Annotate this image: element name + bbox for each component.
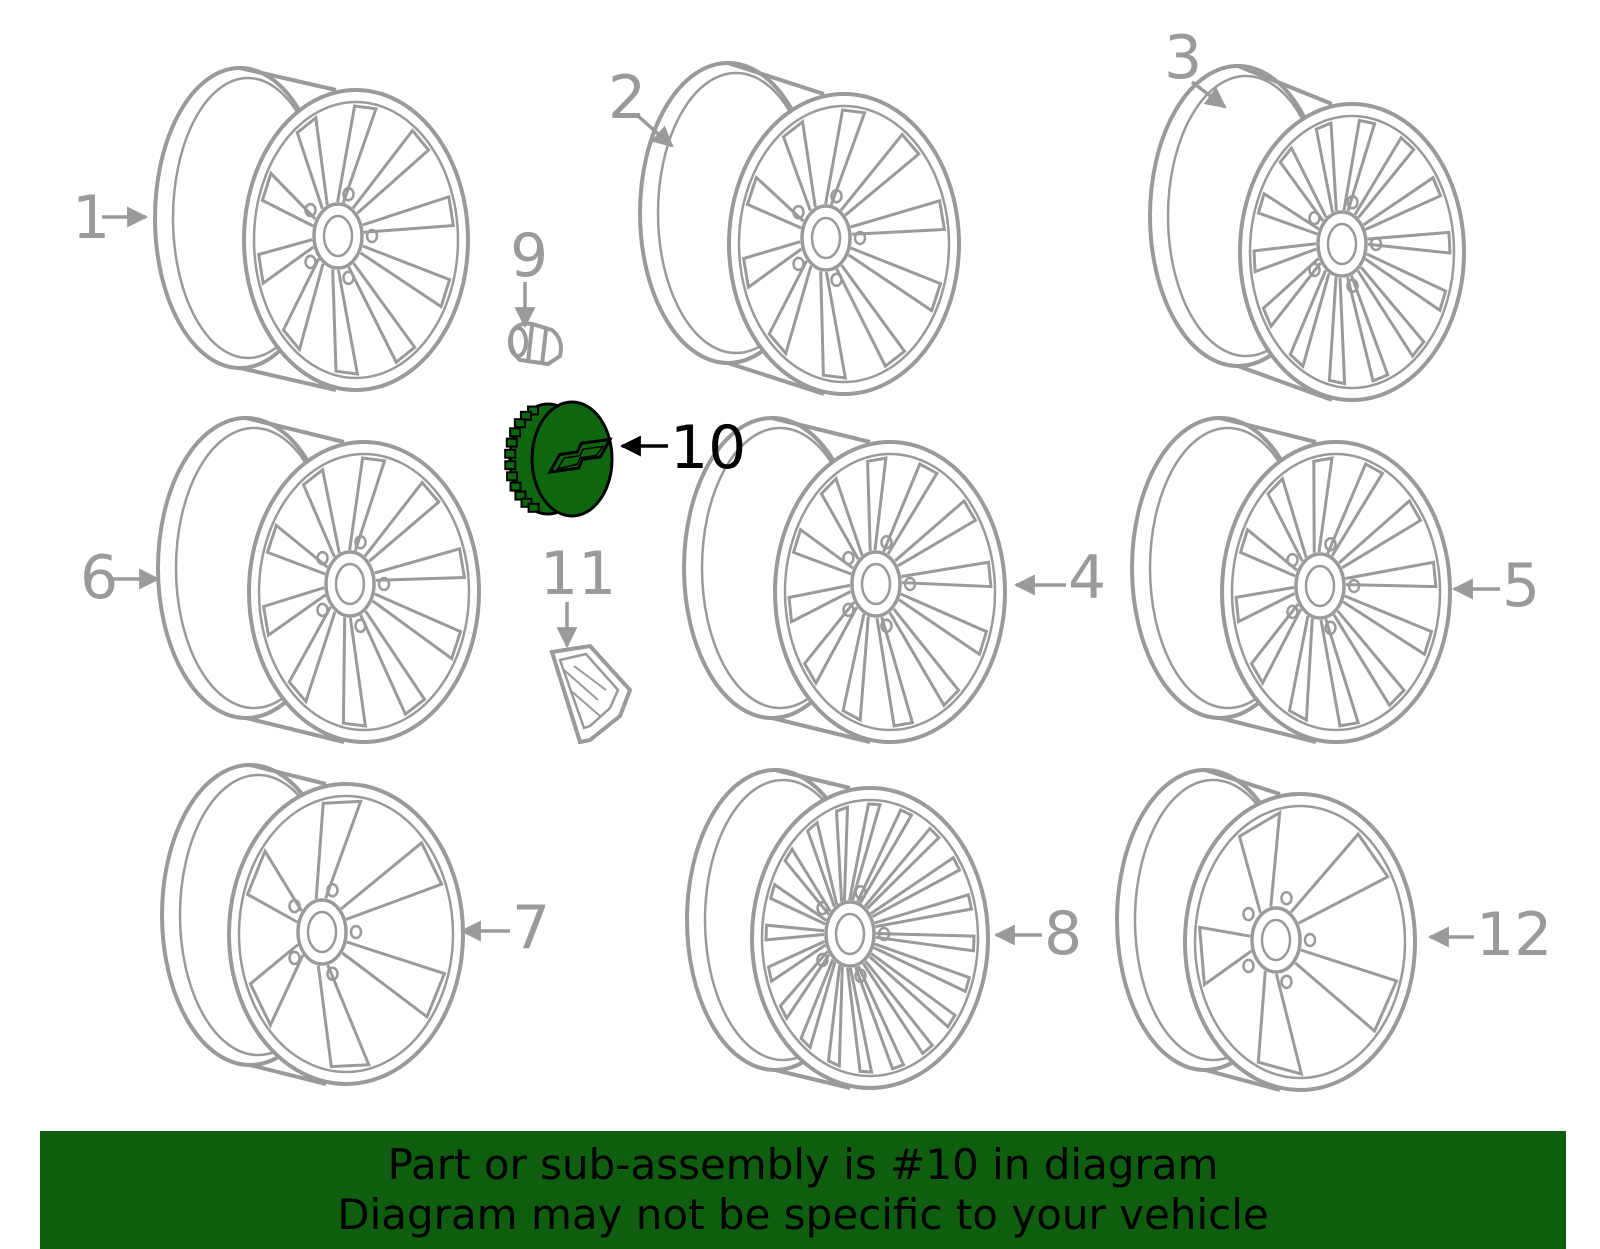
banner-line-1: Part or sub-assembly is #10 in diagram xyxy=(387,1140,1219,1189)
callout-2: 2 xyxy=(608,63,647,133)
callout-12: 12 xyxy=(1476,900,1553,970)
part-7-wheel xyxy=(160,763,465,1086)
banner-line-2: Diagram may not be specific to your vehi… xyxy=(337,1190,1269,1239)
part-12-wheel xyxy=(1115,768,1417,1092)
callout-11: 11 xyxy=(540,539,617,609)
bowtie-emblem-icon xyxy=(547,437,613,474)
leader-2 xyxy=(636,114,674,148)
leader-lines xyxy=(102,80,1500,948)
callout-1: 1 xyxy=(72,183,111,253)
callout-3: 3 xyxy=(1164,23,1203,93)
part-6-wheel xyxy=(156,416,481,744)
part-5-wheel xyxy=(1130,416,1452,744)
leader-3 xyxy=(1190,80,1227,109)
callout-7: 7 xyxy=(512,893,551,963)
callout-5: 5 xyxy=(1502,551,1541,621)
part-2-wheel xyxy=(638,61,961,396)
callout-10: 10 xyxy=(670,413,747,483)
part-4-wheel xyxy=(682,416,1007,744)
callout-8: 8 xyxy=(1044,899,1083,969)
callout-6: 6 xyxy=(80,543,119,613)
part-1-wheel xyxy=(153,66,470,392)
part-9-lug-nut xyxy=(508,321,563,367)
part-8-wheel xyxy=(685,768,990,1090)
callout-4: 4 xyxy=(1068,543,1107,613)
part-3-wheel xyxy=(1148,64,1466,402)
part-10-center-cap xyxy=(504,400,614,518)
info-banner: Part or sub-assembly is #10 in diagram D… xyxy=(40,1131,1566,1249)
callout-9: 9 xyxy=(510,221,549,291)
part-11-insert xyxy=(549,643,633,745)
